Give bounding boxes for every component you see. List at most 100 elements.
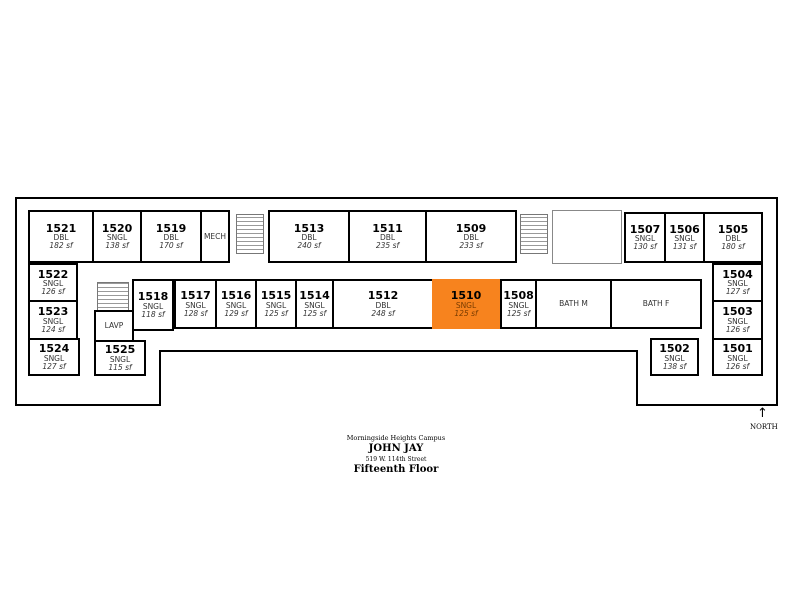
room-type: SNGL — [106, 233, 128, 243]
room-number: 1519 — [155, 221, 187, 235]
room-area: 125 sf — [302, 308, 327, 318]
room-number: 1521 — [45, 221, 77, 235]
room-number: 1514 — [299, 289, 330, 303]
room-type: DBL — [301, 233, 317, 243]
room-number: 1513 — [293, 221, 325, 235]
north-arrow-icon: ↑ — [757, 406, 768, 421]
room-area: 127 sf — [725, 287, 750, 297]
room-area: 235 sf — [375, 241, 400, 251]
room-number: 1503 — [722, 305, 753, 319]
room-number: 1510 — [450, 289, 482, 303]
room-area: 124 sf — [41, 324, 65, 334]
room-area: 126 sf — [725, 361, 750, 371]
room-area: 125 sf — [454, 308, 478, 318]
room-area: 126 sf — [725, 324, 750, 334]
room-area: 138 sf — [662, 361, 687, 371]
room-number: 1525 — [104, 343, 136, 357]
building-address: 519 W. 114th Street — [365, 456, 427, 463]
room-number: 1515 — [260, 289, 292, 303]
lavp-label: LAVP — [104, 321, 124, 331]
mech-label: MECH — [203, 231, 227, 241]
stairwell-east — [520, 214, 548, 254]
room-number: 1523 — [37, 305, 69, 319]
room-area: 118 sf — [141, 309, 165, 319]
elevator-shaft — [552, 210, 622, 264]
room-type: DBL — [463, 233, 479, 243]
bath-m: BATH M — [535, 279, 612, 329]
room-type: SNGL — [727, 316, 748, 326]
room-type: SNGL — [225, 300, 247, 310]
room-type: SNGL — [43, 353, 65, 363]
room-type: SNGL — [664, 353, 685, 363]
room-number: 1520 — [101, 221, 133, 235]
campus-name: Morningside Heights Campus — [346, 434, 446, 442]
floor-name: Fifteenth Floor — [353, 464, 439, 475]
room-number: 1506 — [669, 222, 700, 236]
room-area: 126 sf — [41, 287, 65, 297]
room-type: SNGL — [109, 354, 131, 364]
room-number: 1517 — [180, 289, 211, 303]
room-area: 125 sf — [506, 308, 531, 318]
room-type: DBL — [163, 233, 179, 243]
room-number: 1511 — [372, 221, 403, 235]
room-type: DBL — [375, 300, 391, 310]
north-label: NORTH — [750, 423, 778, 431]
room-number: 1502 — [659, 342, 690, 356]
room-area: 248 sf — [371, 308, 395, 318]
room-type: SNGL — [142, 301, 164, 311]
bath-f-label: BATH F — [642, 299, 670, 309]
bath-m-label: BATH M — [559, 299, 588, 309]
room-number: 1508 — [503, 289, 534, 303]
room-area: 180 sf — [721, 242, 745, 252]
room-type: SNGL — [674, 234, 695, 244]
room-number: 1501 — [722, 342, 753, 356]
room-type: SNGL — [265, 300, 287, 310]
room-type: SNGL — [727, 279, 748, 289]
room-area: 125 sf — [264, 308, 288, 318]
room-type: SNGL — [727, 353, 748, 363]
mech-room: MECH — [200, 210, 230, 263]
room-number: 1504 — [722, 267, 753, 281]
room-area: 131 sf — [672, 242, 697, 252]
building-name: JOHN JAY — [368, 443, 424, 454]
room-type: SNGL — [185, 300, 206, 310]
room-type: SNGL — [42, 316, 64, 326]
room-type: DBL — [53, 233, 69, 243]
room-number: 1509 — [455, 221, 487, 235]
lavp-room: LAVP — [94, 310, 134, 342]
room-area: 128 sf — [183, 308, 208, 318]
room-type: SNGL — [508, 300, 529, 310]
room-area: 130 sf — [633, 242, 657, 252]
room-number: 1522 — [37, 267, 69, 281]
room-area: 233 sf — [459, 241, 483, 251]
room-area: 170 sf — [159, 241, 183, 251]
stairwell-west — [236, 214, 264, 254]
room-number: 1524 — [38, 342, 70, 356]
room-type: SNGL — [42, 279, 64, 289]
